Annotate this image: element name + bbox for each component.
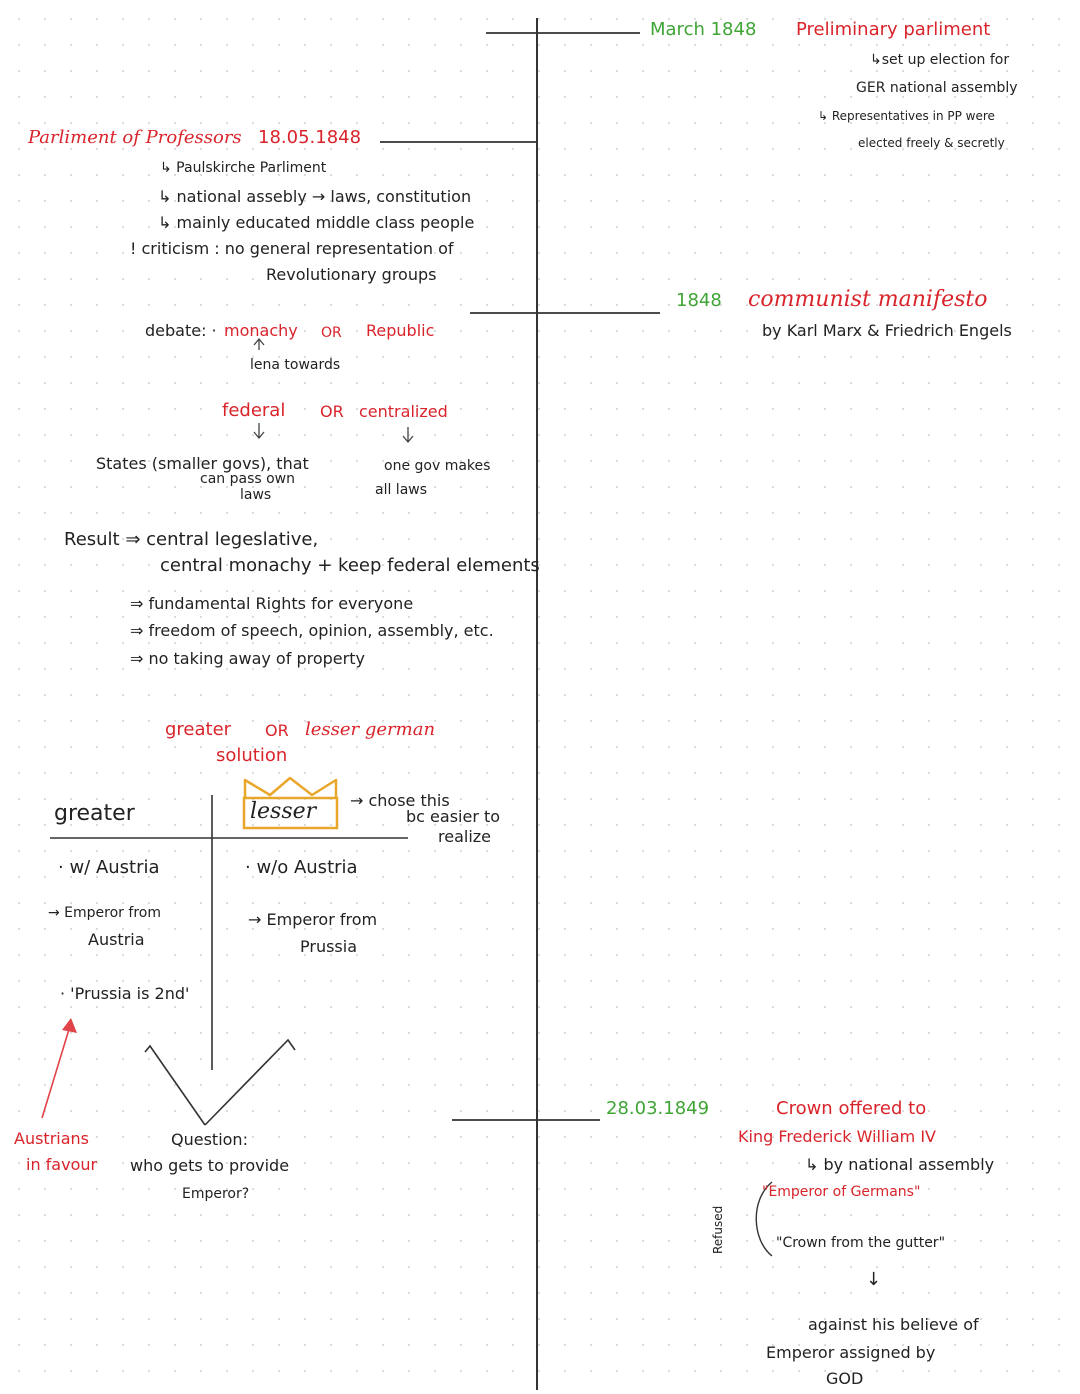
result-line4: ⇒ freedom of speech, opinion, assembly, … <box>130 621 494 640</box>
crown-date: 28.03.1849 <box>606 1098 710 1119</box>
cm-title: communist manifesto <box>748 287 988 312</box>
debate-republic: Republic <box>366 321 435 340</box>
funnel-left <box>144 1044 206 1126</box>
austrians-arrow <box>41 1025 71 1119</box>
debate-label: debate: · <box>145 321 217 340</box>
lesser-box <box>242 796 339 830</box>
pp-date: March 1848 <box>650 19 757 40</box>
pp-title: Preliminary parliment <box>796 19 991 40</box>
crown-icon <box>243 776 338 798</box>
pp-line4: elected freely & secretly <box>858 136 1005 150</box>
lesser-prussia: Prussia <box>300 937 358 956</box>
result-line5: ⇒ no taking away of property <box>130 649 365 668</box>
chose-line3: realize <box>438 827 492 846</box>
crown-title: Crown offered to <box>776 1098 927 1119</box>
chose-line2: bc easier to <box>406 807 501 826</box>
arrow-down-centralized <box>402 427 414 444</box>
fed-desc3: laws <box>240 487 272 503</box>
solution-greater: greater <box>165 719 232 740</box>
pp-line1: ↳set up election for <box>870 52 1010 68</box>
crown-against3: GOD <box>826 1369 864 1388</box>
question-emperor: Emperor? <box>182 1186 250 1202</box>
crown-against2: Emperor assigned by <box>766 1343 936 1362</box>
lesser-heading: lesser <box>250 799 317 824</box>
debate-monarchy: monachy <box>224 321 298 340</box>
prof-date: 18.05.1848 <box>258 127 362 148</box>
crown-emperor-germans: "Emperor of Germans" <box>762 1184 921 1200</box>
crown-king: King Frederick William IV <box>738 1127 936 1146</box>
austrians-favour: in favour <box>26 1155 98 1174</box>
result-line2: central monachy + keep federal elements <box>160 555 540 576</box>
crown-by-assembly: ↳ by national assembly <box>805 1155 995 1174</box>
solution-lesser-german: lesser german <box>305 719 436 740</box>
crown-arrow: ↓ <box>866 1269 882 1290</box>
question-text: who gets to provide <box>130 1156 290 1175</box>
greater-with-austria: · w/ Austria <box>58 857 160 878</box>
lesser-emperor: → Emperor from <box>248 910 378 929</box>
prof-line4: ! criticism : no general representation … <box>130 239 454 258</box>
austrians-label: Austrians <box>14 1129 89 1148</box>
crown-against1: against his believe of <box>808 1315 979 1334</box>
cm-by: by Karl Marx & Friedrich Engels <box>762 321 1012 340</box>
fed-or: OR <box>320 402 344 421</box>
prof-line2: ↳ national assebly → laws, constitution <box>158 187 472 206</box>
pp-line3: ↳ Representatives in PP were <box>818 109 995 123</box>
fed-desc1: States (smaller govs), that <box>96 454 309 473</box>
prof-line5: Revolutionary groups <box>266 265 437 284</box>
solution-or: OR <box>265 721 289 740</box>
solution-word: solution <box>216 745 288 766</box>
austrians-arrowhead <box>62 1018 77 1033</box>
result-line1: Result ⇒ central legeslative, <box>64 529 319 550</box>
pp-line2: GER national assembly <box>856 80 1018 96</box>
cm-year: 1848 <box>676 290 722 311</box>
prof-line1: ↳ Paulskirche Parliment <box>160 160 327 176</box>
debate-lean: lena towards <box>250 357 341 373</box>
crown-refused: Refused <box>711 1205 725 1254</box>
refused-bracket <box>755 1181 773 1257</box>
cent-desc1: one gov makes <box>384 458 491 474</box>
prof-title: Parliment of Professors <box>28 127 242 148</box>
prof-line3: ↳ mainly educated middle class people <box>158 213 475 232</box>
fed-federal: federal <box>222 400 286 421</box>
arrow-down-federal <box>253 423 265 440</box>
fed-centralized: centralized <box>359 402 448 421</box>
greater-heading: greater <box>54 801 135 826</box>
cent-desc2: all laws <box>375 482 428 498</box>
lesser-without-austria: · w/o Austria <box>245 857 358 878</box>
greater-emperor: → Emperor from <box>48 905 161 921</box>
debate-or: OR <box>321 325 342 341</box>
chose-line1: → chose this <box>350 791 450 810</box>
question-label: Question: <box>171 1130 248 1149</box>
fed-desc2: can pass own <box>200 471 295 487</box>
crown-gutter: "Crown from the gutter" <box>776 1235 946 1251</box>
result-line3: ⇒ fundamental Rights for everyone <box>130 594 414 613</box>
greater-prussia-second: · 'Prussia is 2nd' <box>60 984 190 1003</box>
greater-austria: Austria <box>88 930 145 949</box>
arrow-up-lean <box>253 337 265 350</box>
funnel-right <box>204 1038 296 1126</box>
